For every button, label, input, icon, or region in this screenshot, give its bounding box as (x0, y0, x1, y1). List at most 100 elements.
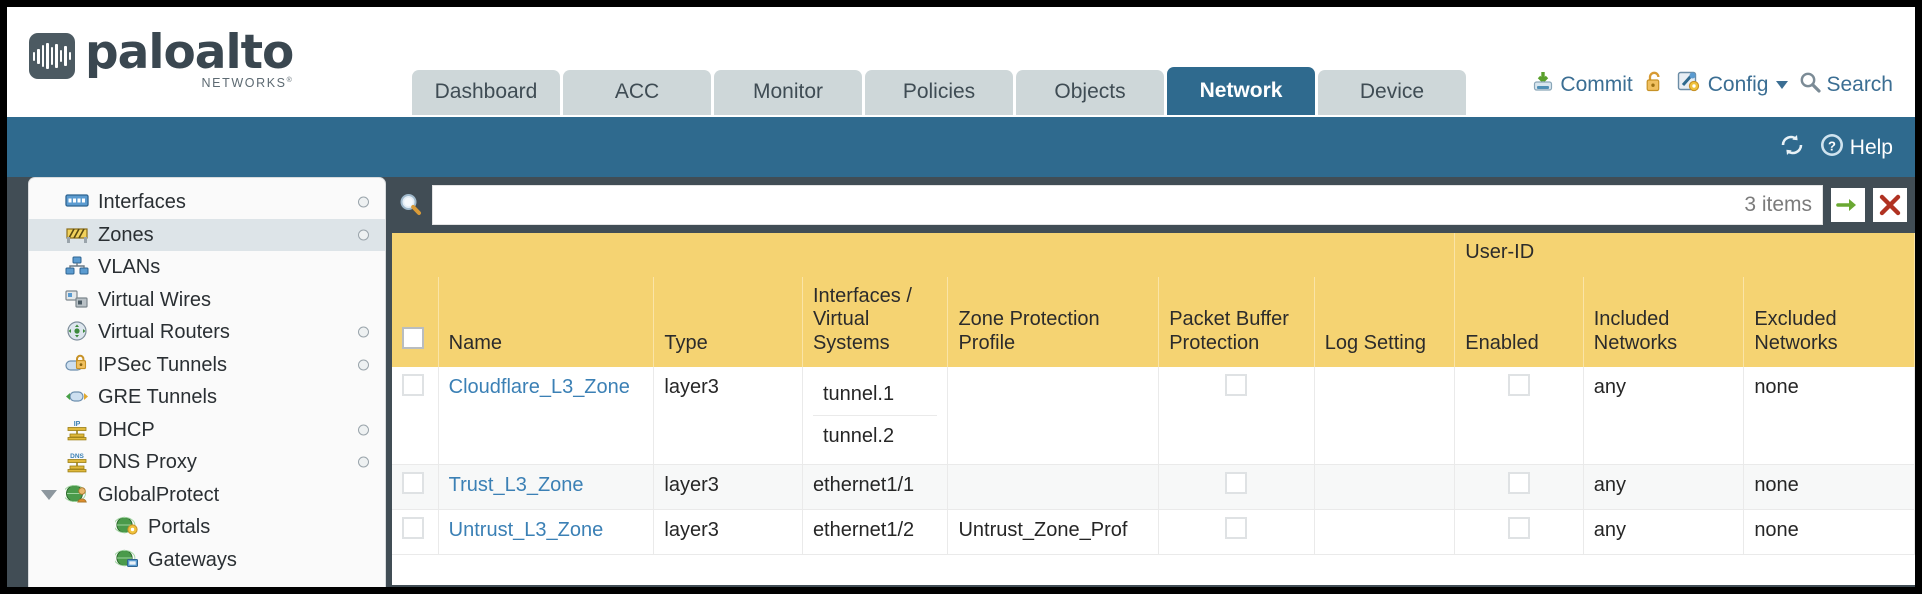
tab-acc[interactable]: ACC (563, 70, 711, 115)
cell-packet-buffer-protection (1158, 464, 1315, 511)
clear-filter-button[interactable] (1873, 188, 1907, 222)
filter-search-icon[interactable] (398, 192, 424, 218)
cell-type: layer3 (653, 464, 803, 511)
search-label: Search (1826, 73, 1893, 96)
column-header-packet-buffer-protection[interactable]: Packet Buffer Protection (1158, 276, 1315, 368)
sidebar-item-dns-proxy[interactable]: DNS DNS Proxy (29, 446, 385, 479)
column-header-log-setting[interactable]: Log Setting (1314, 276, 1456, 368)
sidebar-item-gre-tunnels[interactable]: GRE Tunnels (29, 381, 385, 414)
cell-name[interactable]: Untrust_L3_Zone (438, 509, 655, 556)
top-action-bar: Commit (1531, 70, 1893, 100)
cell-zone-protection-profile: Untrust_Zone_Prof (947, 509, 1160, 556)
tab-objects[interactable]: Objects (1016, 70, 1164, 115)
sidebar-item-interfaces[interactable]: Interfaces (29, 186, 385, 219)
zone-name-link[interactable]: Untrust_L3_Zone (448, 519, 604, 542)
sidebar-status-dot (358, 424, 369, 436)
apply-filter-button[interactable] (1831, 188, 1865, 222)
virtual-wires-icon (65, 289, 89, 311)
userid-enabled-checkbox[interactable] (1508, 374, 1531, 397)
app-frame: paloalto NETWORKS® Dashboard ACC Monitor… (7, 7, 1915, 587)
cell-packet-buffer-protection (1158, 509, 1315, 556)
column-header-type[interactable]: Type (653, 276, 803, 368)
packet-buffer-protection-checkbox[interactable] (1225, 374, 1248, 397)
table-row[interactable]: Cloudflare_L3_Zone layer3 tunnel.1 tunne… (392, 367, 1915, 466)
sidebar-status-dot (358, 196, 369, 208)
main-tab-bar: Dashboard ACC Monitor Policies Objects N… (412, 67, 1466, 115)
column-header-excluded-networks[interactable]: Excluded Networks (1743, 276, 1915, 368)
help-button[interactable]: ? Help (1819, 132, 1893, 164)
page-body: Interfaces Zones VLANs Vir (7, 177, 1915, 587)
zone-name-link[interactable]: Cloudflare_L3_Zone (448, 376, 630, 399)
search-button[interactable]: Search (1799, 71, 1893, 99)
packet-buffer-protection-checkbox[interactable] (1225, 472, 1248, 495)
zones-table-container: User-ID Name Type Interfaces / Virtual S… (392, 233, 1915, 585)
userid-enabled-checkbox[interactable] (1508, 517, 1531, 540)
cell-name[interactable]: Cloudflare_L3_Zone (438, 367, 655, 466)
tab-device[interactable]: Device (1318, 70, 1466, 115)
column-header-interfaces[interactable]: Interfaces / Virtual Systems (802, 276, 949, 368)
sidebar-item-virtual-routers[interactable]: Virtual Routers (29, 316, 385, 349)
content-panel: 3 items (392, 177, 1915, 587)
sub-header-bar: ? Help (7, 117, 1915, 177)
column-header-included-networks[interactable]: Included Networks (1583, 276, 1745, 368)
zone-name-link[interactable]: Trust_L3_Zone (448, 474, 584, 497)
sidebar-item-zones[interactable]: Zones (29, 218, 385, 251)
sidebar-item-globalprotect[interactable]: GlobalProtect (29, 479, 385, 512)
chevron-down-icon[interactable] (1776, 81, 1789, 89)
search-input[interactable]: 3 items (432, 185, 1823, 225)
filter-bar: 3 items (392, 177, 1915, 233)
userid-enabled-checkbox[interactable] (1508, 472, 1531, 495)
group-header-row: User-ID (392, 233, 1915, 277)
sidebar-item-virtual-wires[interactable]: Virtual Wires (29, 284, 385, 317)
cell-log-setting (1314, 464, 1456, 511)
sidebar-item-label: VLANs (98, 256, 161, 279)
group-header-spacer (392, 233, 1456, 277)
row-checkbox[interactable] (402, 374, 424, 397)
sidebar-item-label: IPSec Tunnels (98, 353, 227, 376)
column-header-name[interactable]: Name (438, 276, 655, 368)
paloalto-logo-mark-icon (29, 33, 75, 79)
column-header-enabled[interactable]: Enabled (1454, 276, 1584, 368)
tab-network[interactable]: Network (1167, 67, 1315, 115)
refresh-button[interactable] (1779, 133, 1805, 163)
cell-type: layer3 (653, 509, 803, 556)
group-header-userid: User-ID (1454, 233, 1915, 277)
table-row[interactable]: Trust_L3_Zone layer3 ethernet1/1 (392, 464, 1915, 511)
lock-button[interactable] (1644, 70, 1666, 100)
column-header-zone-protection-profile[interactable]: Zone Protection Profile (947, 276, 1160, 368)
expander-triangle-icon[interactable] (41, 489, 57, 500)
sidebar-item-label: Interfaces (98, 191, 186, 214)
sidebar-item-label: DNS Proxy (98, 451, 197, 474)
sidebar-item-label: Virtual Wires (98, 288, 211, 311)
sidebar-item-gateways[interactable]: Gateways (29, 544, 385, 577)
sidebar-status-dot (358, 229, 369, 241)
tab-policies[interactable]: Policies (865, 70, 1013, 115)
table-row[interactable]: Untrust_L3_Zone layer3 ethernet1/2 Untru… (392, 509, 1915, 556)
cell-interfaces: ethernet1/1 (802, 464, 949, 511)
commit-button[interactable]: Commit (1531, 70, 1633, 100)
cell-interfaces: tunnel.1 tunnel.2 (802, 367, 949, 466)
cell-included-networks: any (1583, 509, 1745, 556)
packet-buffer-protection-checkbox[interactable] (1225, 517, 1248, 540)
sidebar-item-ipsec-tunnels[interactable]: IPSec Tunnels (29, 349, 385, 382)
sidebar-item-vlans[interactable]: VLANs (29, 251, 385, 284)
row-checkbox[interactable] (402, 472, 424, 495)
sidebar-item-dhcp[interactable]: IP DHCP (29, 414, 385, 447)
select-all-header (392, 276, 439, 368)
config-label: Config (1707, 73, 1769, 96)
svg-text:DNS: DNS (70, 453, 84, 460)
sidebar-status-dot (358, 326, 369, 338)
row-checkbox[interactable] (402, 517, 424, 540)
cell-included-networks: any (1583, 367, 1745, 466)
cell-excluded-networks: none (1743, 464, 1915, 511)
row-select-cell (392, 509, 439, 556)
select-all-checkbox[interactable] (402, 326, 424, 349)
sidebar-item-portals[interactable]: Portals (29, 511, 385, 544)
config-button[interactable]: Config (1677, 70, 1789, 100)
tab-dashboard[interactable]: Dashboard (412, 70, 560, 115)
sidebar-item-label: Virtual Routers (98, 321, 230, 344)
cell-name[interactable]: Trust_L3_Zone (438, 464, 655, 511)
tab-monitor[interactable]: Monitor (714, 70, 862, 115)
interface-entry: tunnel.2 (822, 425, 895, 448)
